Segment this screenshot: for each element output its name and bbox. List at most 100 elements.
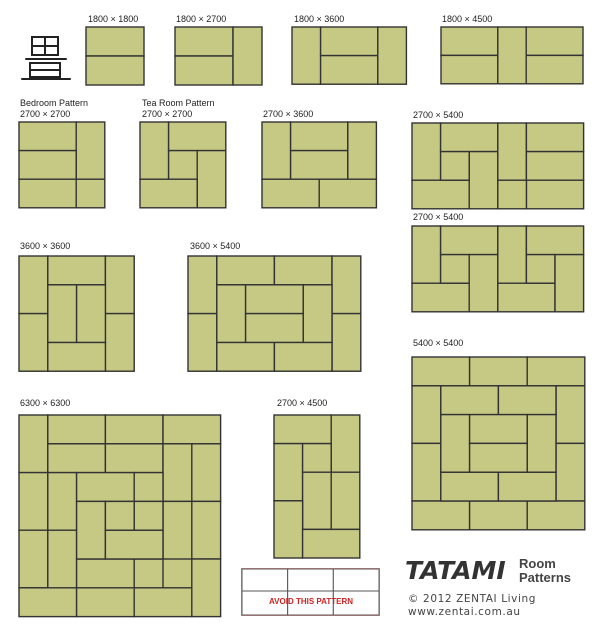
p5400x5400-mat [411, 385, 442, 445]
p3600x3600-mat [104, 312, 135, 372]
p3600x5400-mat [273, 255, 333, 286]
p5400x5400-mat [411, 500, 471, 531]
p6300x6300-mat [47, 529, 78, 589]
p6300x6300-mat [191, 558, 222, 618]
p2700x3600-mat [261, 121, 292, 180]
p1800x2700-mat [174, 55, 234, 86]
p2700x3600-mat [261, 178, 320, 209]
p2700x5400b-mat [554, 253, 585, 313]
p2700x5400a-mat [411, 179, 470, 210]
p2700x5400b-mat [411, 225, 442, 284]
p6300x6300-mat [104, 414, 164, 445]
p6300x6300-mat [191, 500, 222, 560]
p6300x6300-mat [133, 558, 164, 589]
p6300x6300-mat [18, 471, 49, 531]
p1800x3600-mat [377, 26, 408, 85]
p3600x3600-mat [47, 255, 107, 286]
p6300x6300-mat [47, 414, 107, 445]
avoid-pattern-mat [287, 590, 334, 616]
bedroom-mat [18, 121, 77, 152]
p6300x6300-mat [18, 529, 49, 589]
p1800x3600-mat [291, 26, 322, 85]
p6300x6300-mat [18, 414, 49, 474]
label-1800x1800: 1800 × 1800 [88, 14, 139, 24]
p1800x4500-mat [497, 26, 527, 85]
label-1800x4500: 1800 × 4500 [442, 14, 493, 24]
label-6300x6300: 6300 × 6300 [20, 398, 71, 408]
p1800x2700-mat [232, 26, 263, 86]
tearoom-mat [139, 178, 198, 209]
p6300x6300-mat [162, 414, 222, 445]
label-bedroom-size: 2700 × 2700 [20, 109, 71, 119]
p6300x6300-mat [133, 587, 193, 618]
p3600x3600-mat [47, 341, 107, 372]
p2700x3600-mat [289, 149, 349, 180]
p2700x4500-mat [301, 442, 332, 473]
p1800x1800-mat [85, 26, 145, 57]
p2700x5400b-mat [525, 225, 585, 256]
p3600x5400-mat [244, 284, 304, 315]
p6300x6300-mat [162, 443, 193, 503]
p6300x6300-mat [75, 587, 135, 618]
label-3600x3600: 3600 × 3600 [20, 241, 71, 251]
p2700x5400a-mat [468, 150, 499, 210]
p5400x5400-mat [468, 500, 528, 531]
p5400x5400-mat [411, 356, 471, 387]
p2700x5400a-mat [439, 150, 470, 181]
label-bedroom-title: Bedroom Pattern [20, 98, 89, 108]
bedroom-mat [18, 149, 77, 180]
p2700x4500-mat [301, 471, 332, 531]
p2700x4500-mat [273, 442, 304, 502]
p3600x5400-mat [273, 341, 333, 372]
p6300x6300-mat [104, 529, 164, 560]
p2700x5400b-mat [439, 225, 499, 256]
p5400x5400-mat [468, 356, 528, 387]
avoid-pattern-mat [241, 568, 289, 592]
p1800x4500-mat [525, 26, 584, 57]
p6300x6300-mat [75, 500, 107, 560]
label-tearoom-size: 2700 × 2700 [142, 109, 193, 119]
brand-credits: © 2012 ZENTAI Living www.zentai.com.au [408, 593, 536, 619]
p6300x6300-mat [47, 471, 78, 531]
p2700x5400b-mat [468, 253, 499, 313]
label-2700x4500: 2700 × 4500 [277, 398, 328, 408]
label-3600x5400: 3600 × 5400 [190, 241, 241, 251]
p2700x5400b-mat [411, 282, 470, 313]
tearoom-mat [139, 121, 170, 180]
p2700x3600-mat [318, 178, 378, 209]
brand-subtitle: Room Patterns [519, 557, 571, 585]
p1800x4500-mat [440, 26, 499, 57]
p2700x5400a-mat [525, 150, 585, 181]
p5400x5400-mat [468, 413, 528, 445]
p5400x5400-mat [440, 471, 500, 502]
p5400x5400-mat [555, 442, 586, 502]
p6300x6300-mat [75, 471, 135, 503]
p5400x5400-mat [440, 385, 500, 416]
p5400x5400-mat [555, 385, 586, 445]
p6300x6300-mat [104, 500, 135, 531]
copyright-text: © 2012 ZENTAI Living [408, 593, 537, 605]
p2700x3600-mat [289, 121, 349, 152]
p5400x5400-mat [468, 442, 528, 473]
p2700x5400a-mat [497, 179, 528, 210]
label-1800x2700: 1800 × 2700 [176, 14, 227, 24]
p3600x5400-mat [331, 255, 362, 315]
p6300x6300-mat [104, 443, 164, 474]
p1800x1800-mat [85, 55, 145, 86]
p5400x5400-mat [526, 356, 586, 387]
p2700x4500-mat [330, 471, 361, 531]
avoid-pattern-label: AVOID THIS PATTERN [269, 597, 353, 606]
brand-subtitle-line1: Room [519, 556, 556, 571]
label-2700x3600: 2700 × 3600 [263, 109, 314, 119]
p1800x4500-mat [440, 54, 499, 85]
p6300x6300-mat [75, 558, 135, 589]
p3600x3600-mat [47, 284, 78, 344]
p2700x5400a-mat [525, 179, 585, 210]
p5400x5400-mat [440, 413, 471, 473]
p2700x5400a-mat [525, 122, 585, 153]
website-link[interactable]: www.zentai.com.au [408, 606, 521, 618]
p2700x3600-mat [347, 121, 378, 180]
bedroom-mat [75, 178, 106, 209]
p5400x5400-mat [411, 442, 442, 502]
